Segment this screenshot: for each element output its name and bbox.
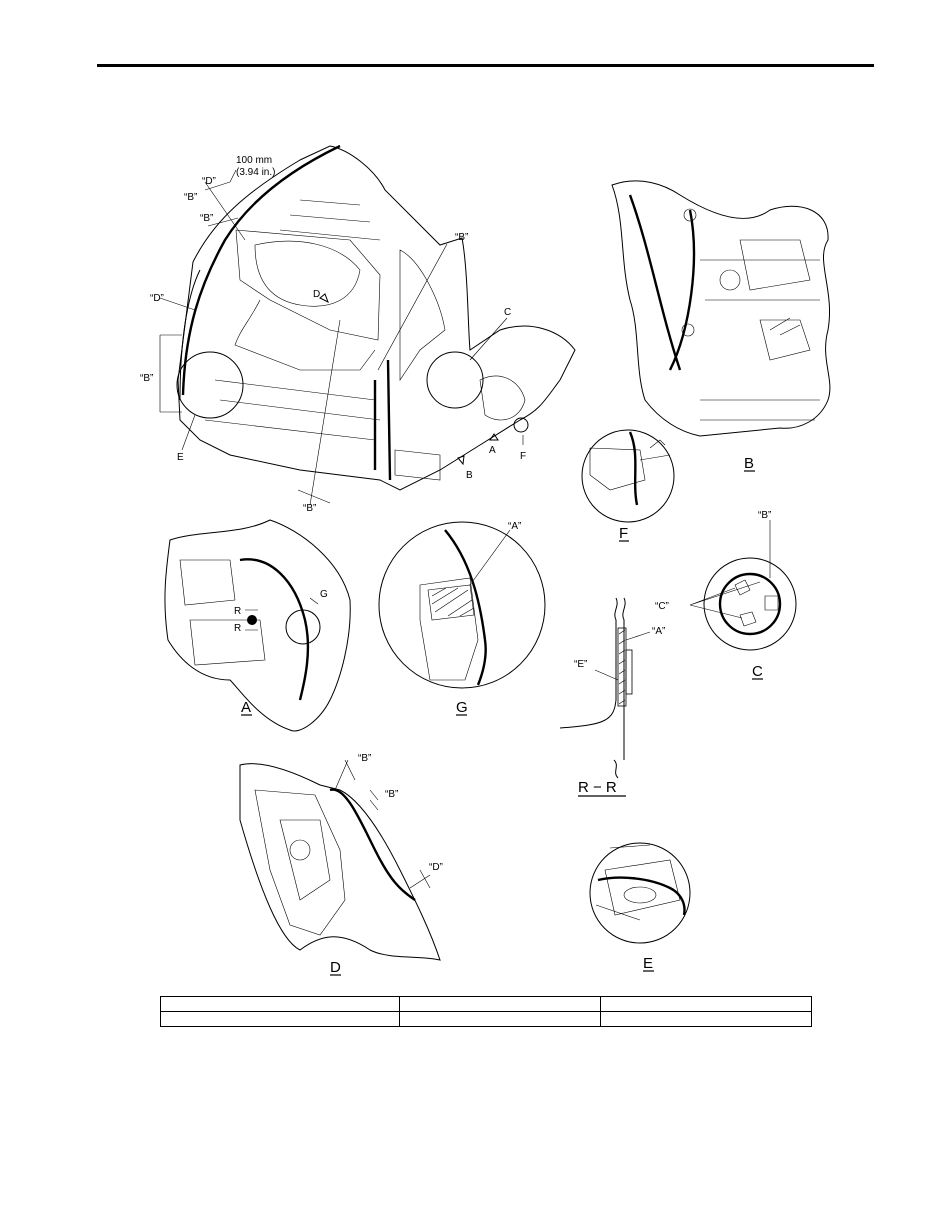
label-RR-E: “E” bbox=[574, 659, 587, 670]
label-D-D: “D” bbox=[429, 862, 443, 873]
detail-F: F bbox=[581, 429, 675, 542]
label-D-top: “D” bbox=[202, 176, 216, 187]
table-cell bbox=[600, 996, 812, 1012]
main-view: 100 mm (3.94 in.) “D” “B” “B” “D” “B” “B… bbox=[140, 144, 576, 514]
label-B-mid: “B” bbox=[200, 213, 213, 224]
dim-metric: 100 mm bbox=[236, 155, 272, 166]
sealing-diagram: 100 mm (3.94 in.) “D” “B” “B” “D” “B” “B… bbox=[140, 144, 831, 976]
table-cell bbox=[600, 1011, 812, 1027]
caption-A: A bbox=[241, 699, 251, 716]
detail-A: R R G A bbox=[164, 519, 351, 732]
detail-G: “A” G bbox=[378, 521, 546, 716]
caption-C: C bbox=[752, 663, 763, 680]
detail-circle-F bbox=[513, 417, 529, 433]
label-C-B: “B” bbox=[758, 510, 771, 521]
caption-D: D bbox=[330, 959, 341, 976]
table-row bbox=[160, 1011, 812, 1027]
table-cell bbox=[399, 1011, 601, 1027]
detail-E: E bbox=[589, 842, 691, 972]
caption-F: F bbox=[619, 525, 628, 542]
label-B-left: “B” bbox=[140, 373, 153, 384]
table-cell bbox=[160, 996, 400, 1012]
header-rule bbox=[97, 64, 874, 67]
label-A-R2: R bbox=[234, 623, 241, 634]
label-B-bottom: “B” bbox=[303, 503, 316, 514]
caption-RR: R − R bbox=[578, 779, 617, 796]
detail-C: “B” “C” C bbox=[655, 510, 797, 680]
detail-circle-E bbox=[176, 351, 244, 419]
ref-D: D bbox=[313, 289, 320, 300]
view-arrow-D bbox=[319, 293, 329, 304]
label-D-B1: “B” bbox=[358, 753, 371, 764]
ref-F: F bbox=[520, 451, 526, 462]
view-arrow-A bbox=[489, 433, 499, 441]
ref-C: C bbox=[504, 307, 511, 318]
label-D-left: “D” bbox=[150, 293, 164, 304]
caption-B: B bbox=[744, 455, 754, 472]
ref-E: E bbox=[177, 452, 184, 463]
table-cell bbox=[399, 996, 601, 1012]
caption-G: G bbox=[456, 699, 468, 716]
label-A-R1: R bbox=[234, 606, 241, 617]
label-C-C: “C” bbox=[655, 601, 669, 612]
label-B-top: “B” bbox=[184, 192, 197, 203]
detail-B: B bbox=[611, 180, 831, 472]
table-row bbox=[160, 996, 812, 1012]
ref-A: A bbox=[489, 445, 496, 456]
dim-imperial: (3.94 in.) bbox=[236, 167, 275, 178]
section-R-R: “A” “E” R − R bbox=[559, 597, 665, 797]
table-cell bbox=[160, 1011, 400, 1027]
caption-E: E bbox=[643, 955, 653, 972]
spec-table bbox=[160, 996, 812, 1027]
label-B-right: “B” bbox=[455, 232, 468, 243]
label-D-B2: “B” bbox=[385, 789, 398, 800]
detail-circle-C bbox=[426, 351, 484, 409]
ref-B: B bbox=[466, 470, 473, 481]
detail-D: “B” “B” “D” D bbox=[239, 753, 443, 976]
label-G-A: “A” bbox=[508, 521, 521, 532]
view-arrow-B bbox=[457, 455, 465, 466]
label-RR-A: “A” bbox=[652, 626, 665, 637]
label-A-G: G bbox=[320, 589, 328, 600]
